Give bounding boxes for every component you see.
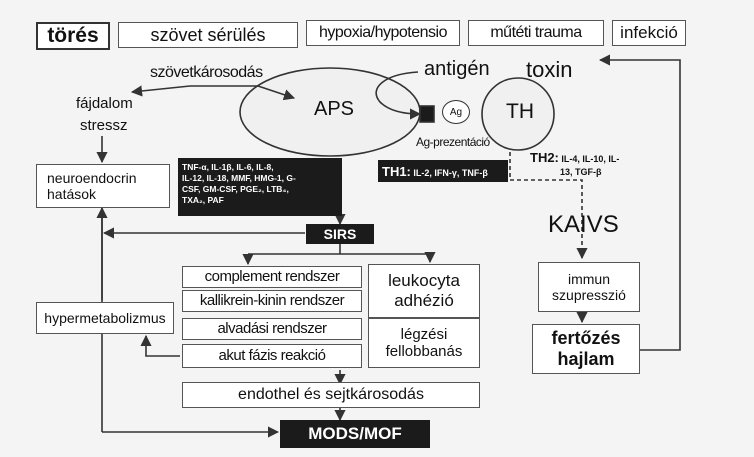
arrow-to-hyper bbox=[140, 334, 180, 357]
immune-suppression-line2: szupresszió bbox=[552, 287, 626, 303]
th2-box: TH2: IL-4, IL-10, IL- 13, TGF-β bbox=[530, 150, 619, 179]
th2-items-line1: IL-4, IL-10, IL- bbox=[561, 154, 620, 164]
th1-box: TH1: IL-2, IFN-γ, TNF-β bbox=[378, 160, 508, 182]
toxin-label: toxin bbox=[526, 57, 573, 82]
neuroendocrine-box: neuroendocrin hatások bbox=[36, 164, 170, 208]
hypermetabolism-box: hypermetabolizmus bbox=[36, 302, 174, 334]
neuroendocrine-line1: neuroendocrin bbox=[47, 169, 137, 186]
th-circle bbox=[481, 77, 555, 151]
ag-presentation-label: Ag-prezentáció bbox=[416, 135, 490, 149]
immune-suppression-line1: immun bbox=[567, 270, 610, 287]
surgical-trauma-box: műtéti trauma bbox=[468, 20, 604, 46]
antigen-label: antigén bbox=[424, 58, 490, 80]
th-label: TH bbox=[506, 100, 534, 123]
infection-tendency-box: fertőzés hajlam bbox=[532, 324, 640, 374]
sirs-box: SIRS bbox=[306, 224, 374, 244]
antigen-arrow bbox=[375, 71, 422, 120]
ag-bar bbox=[419, 105, 435, 123]
arrow-to-pain bbox=[130, 85, 191, 97]
th1-items: IL-2, IFN-γ, TNF-β bbox=[413, 168, 488, 178]
stress-label: stressz bbox=[80, 117, 128, 134]
leukocyte-line1: leukocyta bbox=[388, 271, 460, 291]
arrow-to-aps bbox=[257, 85, 296, 101]
hypoxia-box: hypoxia/hypotensio bbox=[306, 20, 460, 46]
aps-label: APS bbox=[314, 98, 355, 120]
tissue-damage-label: szövetkárosodás bbox=[150, 64, 263, 81]
respiratory-box: légzési fellobbanás bbox=[368, 318, 480, 368]
cascade-complement: complement rendszer bbox=[182, 266, 362, 288]
cascade-acute-phase: akut fázis reakció bbox=[182, 344, 362, 368]
th2-items-line2: 13, TGF-β bbox=[560, 166, 602, 177]
tissue-injury-box: szövet sérülés bbox=[118, 22, 298, 48]
cytokines-line3: CSF, GM-CSF, PGE₂, LTB₄, bbox=[182, 184, 289, 195]
cascade-coagulation: alvadási rendszer bbox=[182, 318, 362, 340]
infection-tendency-line2: hajlam bbox=[557, 349, 615, 369]
kaivs-label: KAIVS bbox=[548, 211, 619, 238]
th1-label: TH1: bbox=[382, 164, 411, 179]
respiratory-line1: légzési bbox=[400, 325, 448, 343]
leukocyte-line2: adhézió bbox=[394, 291, 454, 310]
cytokines-line2: IL-12, IL-18, MMF, HMG-1, G- bbox=[182, 173, 296, 184]
cytokines-line4: TXA₂, PAF bbox=[182, 195, 224, 206]
pain-label: fájdalom bbox=[76, 95, 133, 112]
ag-label: Ag bbox=[442, 100, 470, 124]
th2-label: TH2: bbox=[530, 150, 559, 165]
leukocyte-box: leukocyta adhézió bbox=[368, 264, 480, 318]
th2-dashed bbox=[509, 152, 588, 260]
respiratory-line2: fellobbanás bbox=[385, 343, 463, 360]
fracture-box: törés bbox=[36, 22, 110, 50]
neuroendocrine-line2: hatások bbox=[47, 186, 97, 202]
infection-loop bbox=[598, 54, 681, 351]
cytokines-line1: TNF-α, IL-1β, IL-6, IL-8, bbox=[182, 162, 274, 172]
infection-box: infekció bbox=[612, 20, 686, 46]
cytokines-box: TNF-α, IL-1β, IL-6, IL-8, IL-12, IL-18, … bbox=[178, 158, 342, 216]
mods-box: MODS/MOF bbox=[280, 420, 430, 448]
infection-tendency-line1: fertőzés bbox=[551, 328, 621, 349]
endothelial-box: endothel és sejtkárosodás bbox=[182, 382, 480, 408]
cascade-kallikrein: kallikrein-kinin rendszer bbox=[182, 290, 362, 312]
immune-suppression-box: immun szupresszió bbox=[538, 262, 640, 312]
